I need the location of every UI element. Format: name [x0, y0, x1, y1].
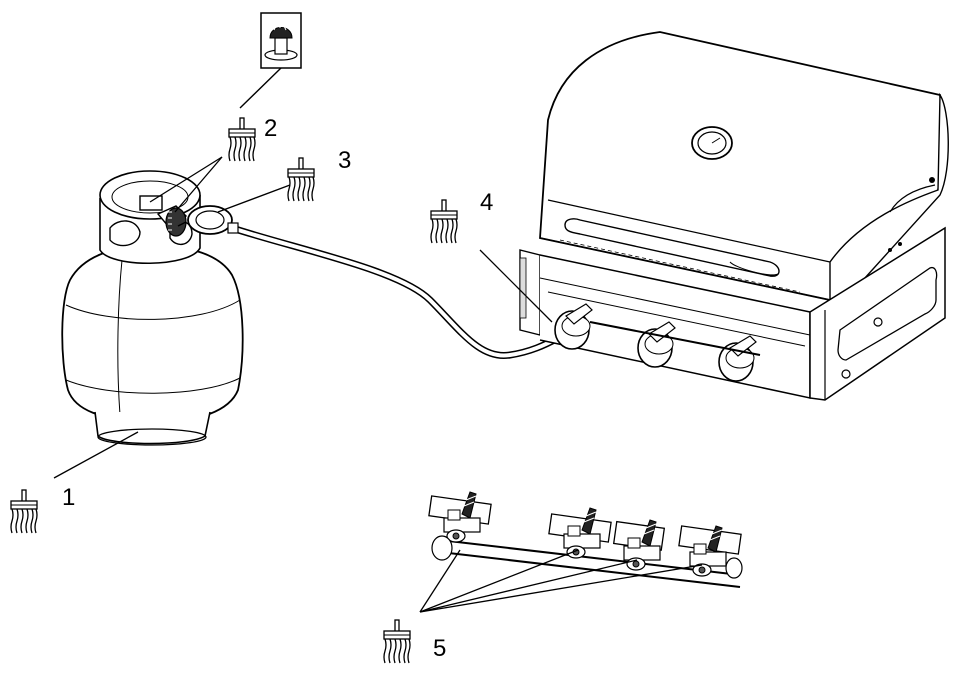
callout-4-leader — [479, 249, 553, 323]
brush-icon — [383, 619, 411, 664]
callout-number-3: 3 — [338, 147, 351, 174]
brush-icon — [228, 117, 256, 162]
brush-icon — [10, 489, 38, 534]
callout-5-leaders — [419, 549, 703, 613]
callout-number-4: 4 — [480, 189, 493, 216]
valve-manifold — [428, 491, 743, 588]
callout-number-1: 1 — [62, 484, 75, 511]
tank-valve-inset-icon — [260, 12, 302, 69]
callout-2-leader-top — [239, 67, 282, 109]
callout-1-leader — [53, 431, 139, 479]
gas-hose — [227, 222, 560, 360]
callout-3-leader — [217, 184, 291, 213]
temperature-gauge-icon — [691, 126, 733, 160]
propane-tank — [61, 170, 244, 446]
callout-number-2: 2 — [264, 115, 277, 142]
callout-2-leader-b — [174, 156, 223, 213]
brush-icon — [287, 157, 315, 202]
callout-2-leader-a — [149, 156, 223, 203]
grill — [519, 31, 949, 401]
regulator — [177, 205, 233, 235]
brush-icon — [430, 199, 458, 244]
tank-valve-coupling — [165, 207, 187, 237]
callout-number-5: 5 — [433, 635, 446, 662]
